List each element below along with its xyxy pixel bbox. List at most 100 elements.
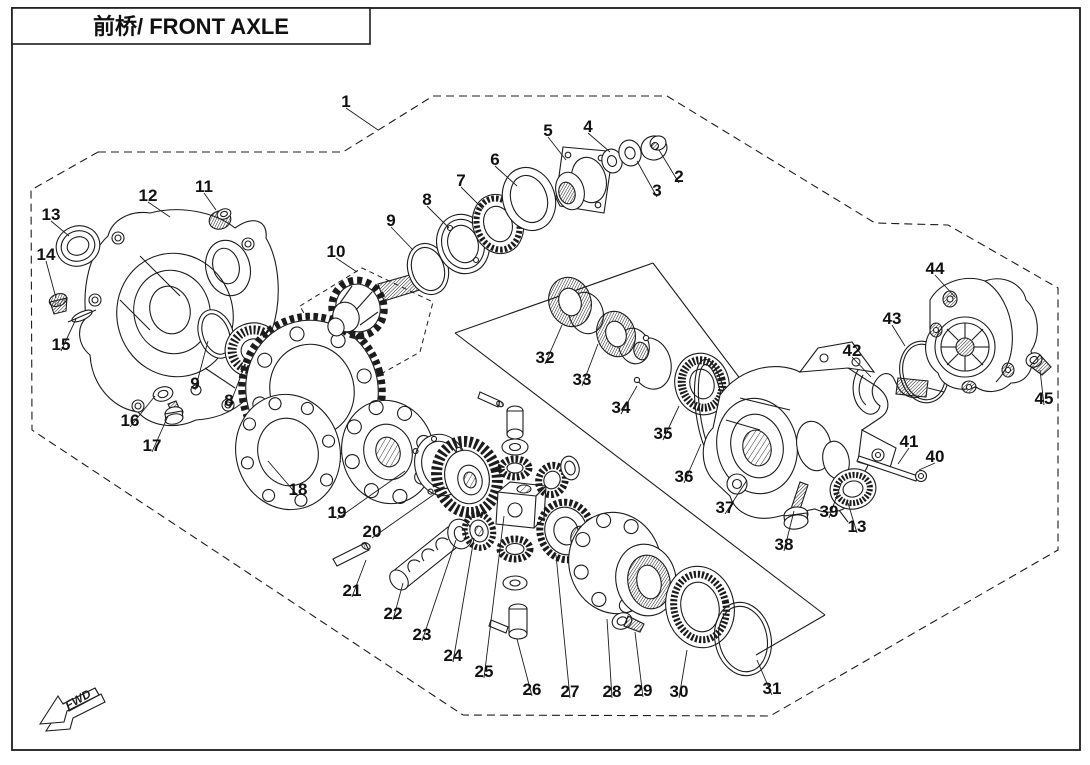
callout-number-8: 8 — [422, 190, 431, 209]
part-17-bolt-art — [164, 400, 184, 425]
callout-number-28: 28 — [603, 682, 622, 701]
callout-leader-26 — [516, 638, 533, 697]
callout-number-20: 20 — [363, 522, 382, 541]
callout-number-23: 23 — [413, 625, 432, 644]
callout-number-8: 8 — [224, 391, 233, 410]
part-44-actuator-art — [925, 277, 1038, 394]
callout-leader-35 — [662, 405, 680, 441]
part-32-bearing-sleeve-art — [548, 276, 604, 335]
part-6-ring-art — [501, 166, 557, 232]
part-45-screw-art — [1025, 352, 1052, 376]
callout-leader-13 — [50, 220, 70, 237]
callout-leader-11 — [203, 192, 217, 211]
callout-number-21: 21 — [343, 581, 362, 600]
callout-number-41: 41 — [900, 432, 919, 451]
callout-number-1: 1 — [341, 92, 350, 111]
callout-leader-23 — [421, 539, 457, 642]
part-13-seal-right-art — [829, 468, 877, 510]
callout-leader-5 — [547, 136, 567, 161]
part-24-pinion-gear-art — [461, 511, 497, 551]
callout-leader-30 — [678, 649, 688, 699]
spider-shaft-upper-art — [477, 391, 524, 440]
callout-number-19: 19 — [328, 503, 347, 522]
callout-number-39: 39 — [820, 502, 839, 521]
part-31-oring-art — [714, 601, 772, 677]
part-2-nut-art — [640, 135, 668, 161]
part-14-plug-art — [48, 293, 68, 315]
page-title: 前桥/ FRONT AXLE — [93, 14, 289, 39]
callout-leader-38 — [783, 510, 795, 552]
callout-number-15: 15 — [52, 335, 71, 354]
callout-leader-7 — [460, 186, 484, 210]
callout-leader-22 — [392, 582, 404, 621]
callout-leader-21 — [351, 559, 367, 598]
callout-number-29: 29 — [634, 681, 653, 700]
callout-leader-16 — [129, 395, 156, 428]
part-18-carrier-flange-art — [235, 393, 341, 511]
callout-leader-44 — [934, 274, 956, 298]
callout-number-13: 13 — [848, 517, 867, 536]
callout-leader-39 — [828, 480, 843, 519]
assembly-boundary-outline — [30, 95, 1059, 717]
part-13-seal-left-art — [55, 225, 101, 267]
callout-number-45: 45 — [1035, 389, 1054, 408]
callout-number-11: 11 — [195, 177, 213, 196]
part-11-bushing-art — [208, 208, 232, 230]
part-34-snap-ring-art — [633, 334, 672, 390]
callout-leader-6 — [494, 165, 518, 187]
part-42-fork-art — [852, 369, 945, 415]
callout-number-5: 5 — [543, 121, 552, 140]
callout-leader-4 — [587, 132, 611, 153]
callout-number-9: 9 — [190, 374, 199, 393]
callout-number-38: 38 — [775, 535, 794, 554]
thrust-washer-lower-art — [502, 575, 528, 591]
callout-leader-15 — [60, 318, 77, 352]
callout-number-14: 14 — [37, 245, 56, 264]
thrust-washer-upper-art — [501, 438, 529, 456]
callout-number-43: 43 — [883, 309, 902, 328]
spider-gear-right-art — [535, 455, 580, 499]
callout-number-27: 27 — [561, 682, 580, 701]
callout-leader-10 — [335, 257, 358, 273]
callout-leader-33 — [581, 343, 599, 387]
callout-number-4: 4 — [583, 117, 593, 136]
callout-leader-8 — [426, 205, 450, 229]
callout-number-31: 31 — [763, 679, 782, 698]
part-10-pinion-art — [327, 270, 431, 340]
callout-number-2: 2 — [674, 167, 683, 186]
callout-number-13: 13 — [42, 205, 61, 224]
callout-number-40: 40 — [926, 447, 945, 466]
callout-leader-34 — [620, 385, 638, 415]
callout-leader-19 — [336, 470, 406, 520]
part-21-pin-art — [332, 542, 371, 567]
callout-number-3: 3 — [652, 181, 661, 200]
callout-leader-42 — [851, 356, 872, 378]
callout-leader-29 — [634, 631, 644, 698]
callout-leader-43 — [891, 324, 906, 347]
callout-leader-12 — [147, 201, 171, 218]
callout-number-25: 25 — [475, 662, 494, 681]
spider-gear-upper-art — [497, 455, 533, 481]
callout-number-33: 33 — [573, 370, 592, 389]
callout-leader-14 — [45, 260, 57, 299]
callout-leader-25 — [483, 515, 505, 679]
part-28-hub-art — [568, 511, 677, 617]
callout-leader-2 — [658, 149, 680, 184]
part-26-pin-art — [488, 603, 528, 640]
callout-number-44: 44 — [926, 259, 945, 278]
part-23-washer-art — [447, 518, 473, 550]
part-4-washer-art — [601, 148, 623, 174]
callout-leader-1 — [345, 107, 379, 131]
part-15-shim-art — [67, 309, 97, 323]
callout-number-12: 12 — [139, 186, 158, 205]
callout-leader-24 — [452, 537, 475, 663]
part-25-cross-block-art — [495, 481, 548, 529]
part-16-washer-art — [152, 386, 174, 402]
callout-number-17: 17 — [143, 436, 162, 455]
callout-leader-3 — [636, 160, 658, 198]
part-8-bearing-top-art — [436, 213, 490, 275]
callout-leader-20 — [371, 492, 437, 539]
callout-layer: 1234567891011121314159816171819202122232… — [37, 92, 1054, 701]
